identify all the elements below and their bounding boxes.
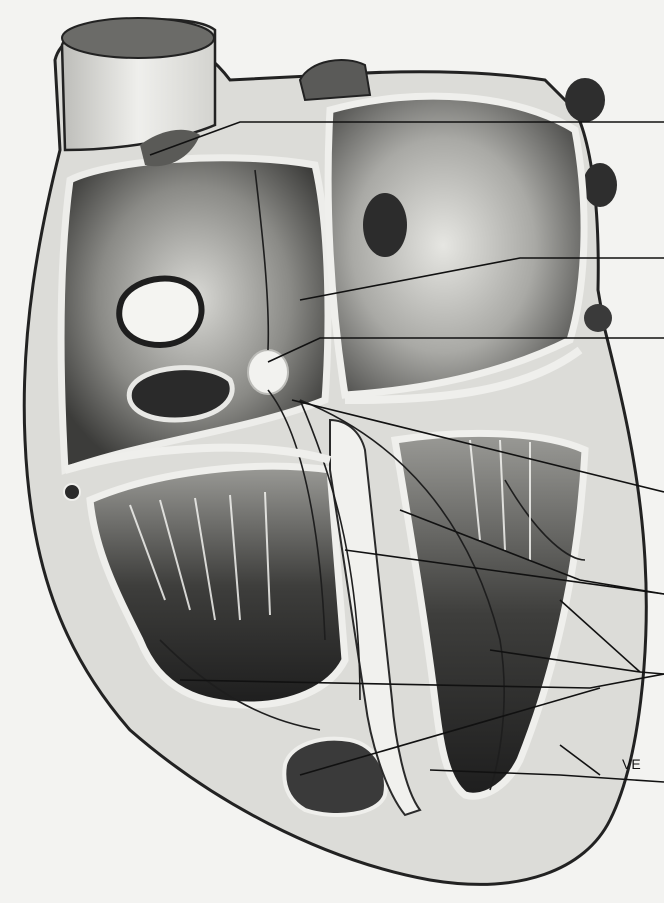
pulmonary-opening [363, 193, 407, 257]
coronary-sinus [129, 368, 232, 420]
pulmonary-vein-2 [583, 163, 617, 207]
av-node [248, 350, 288, 394]
left-atrium [328, 96, 584, 395]
ventricle-label: VE [622, 756, 641, 772]
pulmonary-vein-3 [584, 304, 612, 332]
pulmonary-vessel-top [300, 60, 370, 100]
atrial-opening [119, 279, 201, 345]
vena-cava-opening [62, 18, 214, 58]
coronary-vessel-left [64, 484, 80, 500]
papillary-muscle-right [284, 739, 386, 815]
pulmonary-vein-1 [565, 78, 605, 122]
